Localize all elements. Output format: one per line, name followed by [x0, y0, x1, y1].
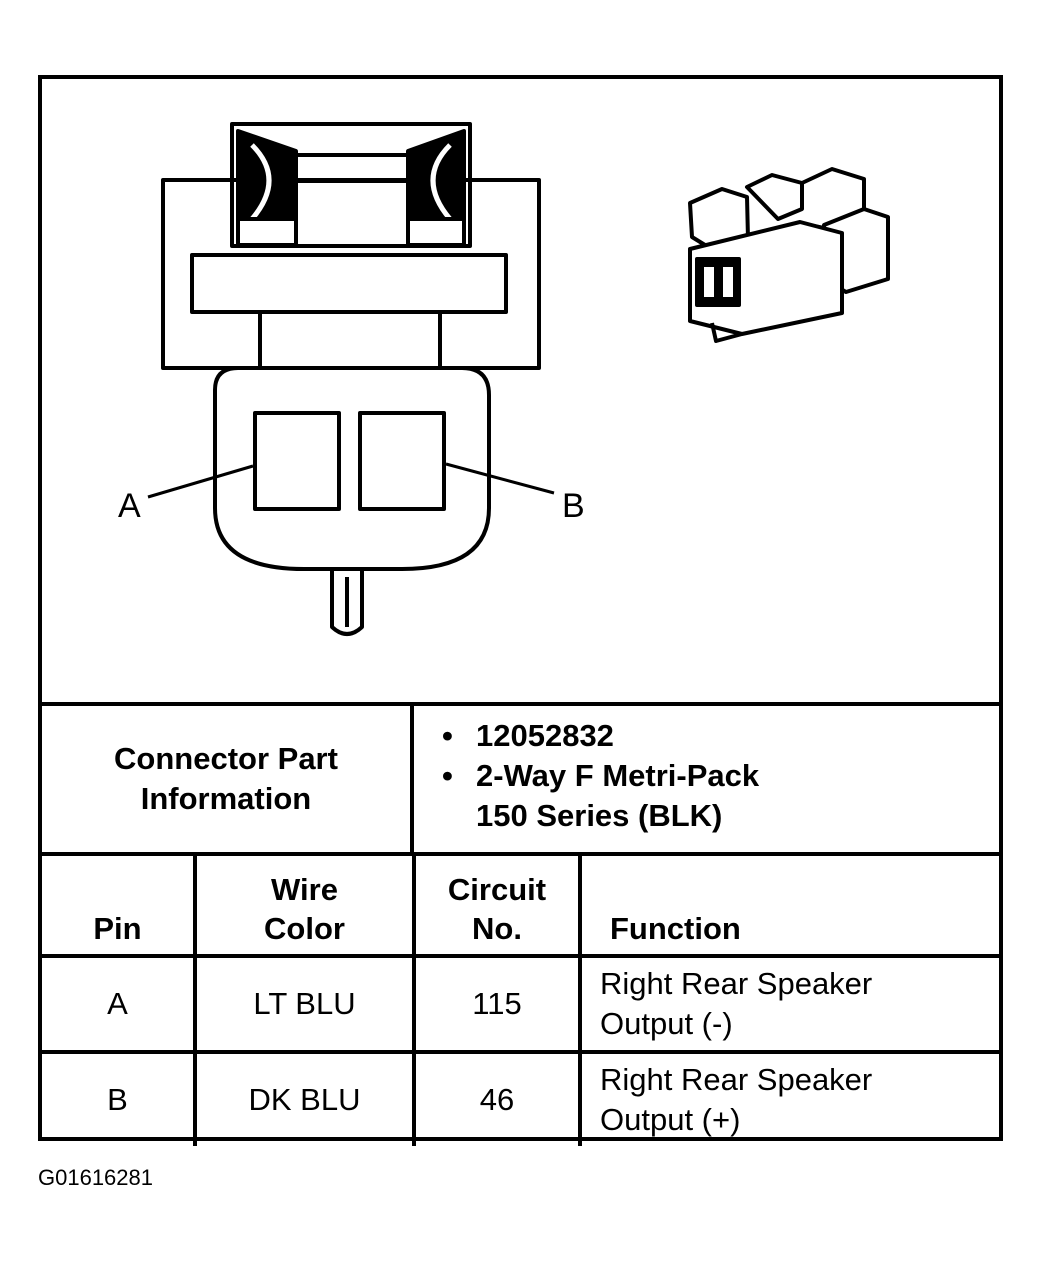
cavity-a [253, 411, 341, 511]
figure-id: G01616281 [38, 1165, 153, 1190]
cell-wire-color: LT BLU [193, 954, 416, 1054]
cell-wire-color: DK BLU [193, 1050, 416, 1146]
header-pin: Pin [42, 852, 197, 958]
table-row: B DK BLU 46 Right Rear Speaker Output (+… [42, 1050, 999, 1146]
pin-table-header: Pin Wire Color Circuit No. Function [42, 852, 999, 958]
cell-function: Right Rear Speaker Output (+) [578, 1050, 999, 1146]
header-wire-color: Wire Color [193, 852, 416, 958]
connector-latch [230, 122, 472, 248]
connector-inner-bar [190, 253, 508, 314]
cell-pin: B [42, 1050, 197, 1146]
connector-part-info-values: 12052832 2-Way F Metri-Pack 150 Series (… [414, 706, 999, 852]
cell-circuit: 115 [412, 954, 582, 1054]
cavity-b [358, 411, 446, 511]
cell-function: Right Rear Speaker Output (-) [578, 954, 999, 1054]
part-description: 2-Way F Metri-Pack 150 Series (BLK) [442, 756, 816, 836]
connector-housing [161, 178, 541, 370]
cell-circuit: 46 [412, 1050, 582, 1146]
header-circuit: Circuit No. [412, 852, 582, 958]
callout-line-b [445, 462, 555, 495]
connector-key [330, 569, 364, 636]
pin-table: Pin Wire Color Circuit No. Function A LT… [42, 852, 999, 1146]
cell-pin: A [42, 954, 197, 1054]
table-row: A LT BLU 115 Right Rear Speaker Output (… [42, 954, 999, 1054]
pin-label-b: B [562, 487, 585, 525]
connector-face [213, 366, 491, 571]
connector-part-info: Connector Part Information 12052832 2-Wa… [42, 702, 999, 852]
connector-part-info-label: Connector Part Information [42, 706, 414, 852]
callout-line-a [147, 464, 254, 499]
connector-3d-view [688, 167, 890, 343]
part-number: 12052832 [442, 716, 999, 756]
header-function: Function [578, 852, 999, 958]
connector-drawing: A B [42, 79, 999, 702]
pin-label-a: A [118, 487, 141, 525]
connector-figure-frame: A B Connector Part Information 12052832 … [38, 75, 1003, 1146]
